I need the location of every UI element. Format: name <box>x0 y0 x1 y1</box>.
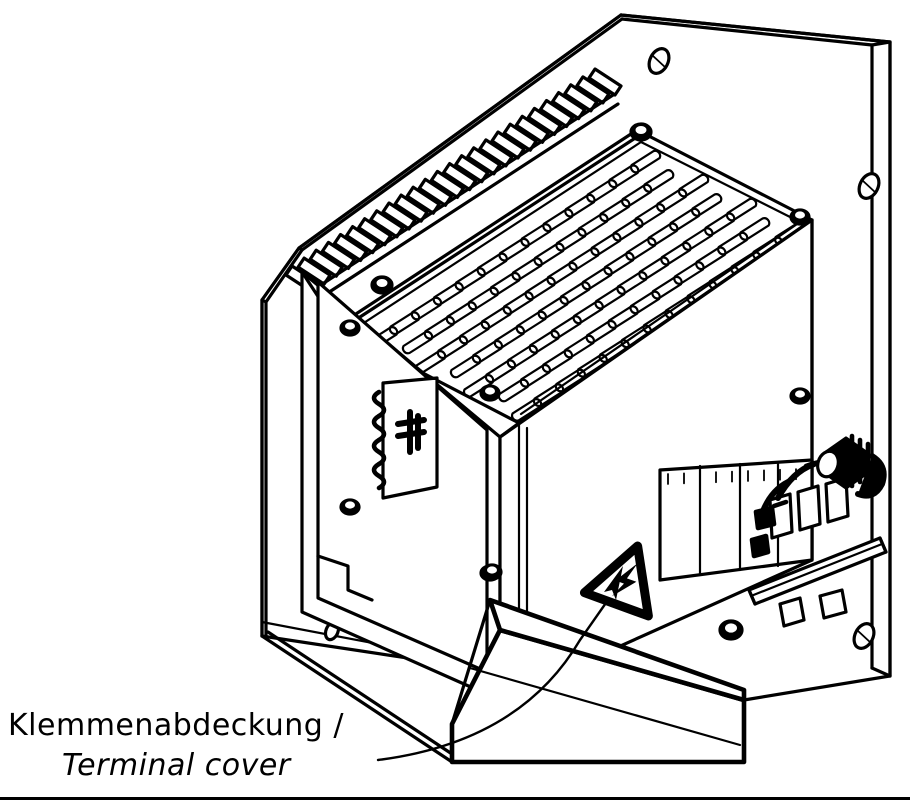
heat-sink-fin <box>538 98 575 129</box>
mounting-hole-top-right <box>857 172 881 200</box>
vent-slot <box>678 173 710 198</box>
heat-sink-fin <box>405 185 441 215</box>
leader-line <box>376 566 623 762</box>
heat-sink-fin <box>320 240 356 270</box>
screw-backplate-lower <box>718 619 744 641</box>
heat-sink-fin <box>296 256 332 286</box>
heat-sink-fin <box>587 67 623 97</box>
top-cover <box>338 131 814 425</box>
screw-body-right-upper <box>789 208 811 226</box>
page-bottom-rule <box>0 797 910 800</box>
lightning-bolt-icon <box>611 563 638 597</box>
vent-slot <box>691 193 723 217</box>
heat-sink-fin <box>478 138 514 168</box>
screw-terminal-left <box>481 563 503 581</box>
heat-sink-fin <box>551 91 587 121</box>
screw-right-top <box>479 384 501 402</box>
heat-sink-fin <box>502 122 538 152</box>
heat-sink-fin <box>466 146 502 176</box>
heat-sink-fin <box>429 169 465 199</box>
heat-sink-fin <box>563 83 599 113</box>
cable-gland <box>816 433 887 499</box>
mounting-hole-group <box>323 47 881 650</box>
caption-english: Terminal cover <box>62 748 291 783</box>
screw-cover-right <box>629 122 653 142</box>
heat-sink-fin <box>357 217 393 247</box>
screw-front-bottom-left <box>339 498 361 516</box>
mounting-hole-top-left <box>647 47 671 75</box>
heat-sink-fin <box>393 193 429 223</box>
heat-sink-fin <box>381 201 417 231</box>
terminal-block-2 <box>796 484 822 532</box>
heat-sink-fin <box>514 114 550 144</box>
terminal-cover[interactable] <box>449 597 747 765</box>
screw-cover-left <box>370 275 394 295</box>
vent-slot <box>643 169 675 193</box>
heat-sink-fin <box>417 177 453 207</box>
heat-sink-fin <box>454 154 490 184</box>
heat-sink-fin <box>369 209 405 239</box>
rating-label <box>371 376 439 500</box>
terminal-symbol-icon <box>395 409 427 455</box>
vent-slot <box>630 149 662 174</box>
screw-body-right-lower <box>789 387 811 405</box>
heat-sink-fin <box>308 248 344 278</box>
heat-sink-fin <box>442 162 478 192</box>
caption-german: Klemmenabdeckung / <box>8 708 344 743</box>
mounting-hole-bottom-right <box>852 622 876 650</box>
vent-slot <box>726 197 758 222</box>
heat-sink-fin <box>526 106 562 136</box>
vent-slot <box>739 217 771 241</box>
screw-front-top-left <box>339 319 361 337</box>
screw-group <box>339 122 811 641</box>
leader-arrow-icon <box>604 566 623 600</box>
heat-sink-fin <box>575 75 611 105</box>
connector-coil-icon <box>371 389 387 491</box>
heat-sink-fin <box>345 225 381 255</box>
heat-sink-fin <box>490 130 526 160</box>
heat-sink-fin <box>332 232 369 263</box>
